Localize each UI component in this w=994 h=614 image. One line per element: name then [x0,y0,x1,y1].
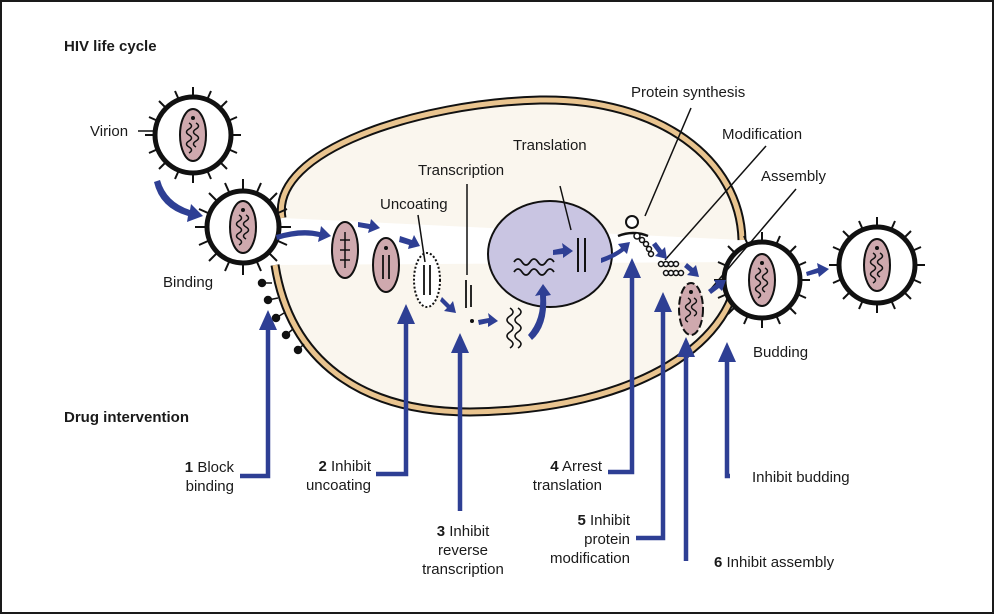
uncoating-capsid-icon [372,237,400,293]
intervention-text: Inhibit [449,523,490,540]
budding-virion-icon [713,231,811,329]
rna-strands-icon [513,258,555,276]
intervention-text: Inhibit assembly [726,554,835,571]
leader-lines [138,107,797,291]
intervention-text: Inhibit [330,458,371,475]
life-cycle-title: HIV life cycle [64,38,157,55]
intervention-arrows [240,276,730,561]
intervention-4: 4 Arrest translation [510,457,602,495]
reverse-transcription-icon [465,280,474,323]
stage-label-protein-synthesis: Protein synthesis [631,84,746,101]
intervention-text: Inhibit budding [752,469,850,486]
pathway-arrows [154,180,829,340]
arrow-step-4 [478,313,498,327]
arrow-step-3 [440,297,456,313]
nucleus [487,200,613,308]
arrow-out-nucleus [601,242,630,263]
intervention-5: 5 Inhibit protein modification [530,511,630,568]
intervention-arrow-1 [240,328,271,479]
intervention-arrow-4 [608,276,635,475]
arrow-virion-to-binding [154,180,203,222]
intervention-text: uncoating [305,477,371,494]
arrow-release [806,263,829,277]
intervention-2: 2 Inhibit uncoating [280,457,371,495]
stage-label-modification: Modification [722,126,803,143]
intervention-text: transcription [422,561,504,578]
stage-label-budding: Budding [753,344,809,361]
released-virion-icon [828,216,926,314]
stage-label-assembly: Assembly [761,168,827,185]
stage-label-binding: Binding [163,274,214,291]
intervention-text: translation [532,477,602,494]
intervention-6: 6 Inhibit assembly [714,553,834,572]
intervention-text: reverse [437,542,489,559]
stage-label-virion: Virion [90,123,129,140]
intervention-text: Block [197,459,234,476]
arrow-entry [276,226,331,242]
entering-capsid-icon [331,221,359,279]
arrow-step-1 [358,219,380,233]
virion-icon [144,86,242,184]
stage-label-uncoating: Uncoating [380,196,448,213]
intervention-text: binding [185,478,234,495]
stage-label-transcription: Transcription [418,162,505,179]
receptor-icons [257,278,305,355]
arrow-step-2 [399,235,420,249]
uncoated-genome-icon [413,252,441,308]
intervention-3: 3 Inhibit reverse transcription [410,522,516,579]
stage-label-translation: Translation [513,137,587,154]
assembling-capsid-icon [678,282,704,336]
drug-intervention-title: Drug intervention [64,409,190,426]
intervention-text: Inhibit [589,512,630,529]
arrow-assembly [708,280,726,294]
arrow-modification [684,263,699,277]
intervention-arrow-budding [724,360,730,479]
intervention-arrowheads [259,258,736,362]
intervention-number: 4 [550,458,559,475]
intervention-text: modification [549,550,630,567]
intervention-number: 6 [714,554,723,571]
intervention-number: 5 [577,512,586,529]
ribosome-icon [617,215,655,258]
mrna-strands-icon [506,307,522,349]
protein-chains-icon [657,260,685,277]
binding-virion-icon [194,178,292,276]
host-cell [270,95,747,417]
arrow-in-nucleus [553,243,573,258]
intervention-arrow-2 [376,322,409,477]
intervention-1: 1 Block binding [150,458,234,496]
dna-bars-icon [577,238,586,272]
intervention-budding: Inhibit budding [752,468,850,487]
intervention-number: 3 [436,523,446,540]
intervention-text: Arrest [561,458,602,475]
intervention-number: 1 [184,459,194,476]
intervention-text: protein [584,531,630,548]
arrow-synthesis [652,242,667,259]
intervention-arrow-5 [636,310,666,541]
intervention-number: 2 [318,458,327,475]
arrow-into-nucleus [528,284,551,340]
